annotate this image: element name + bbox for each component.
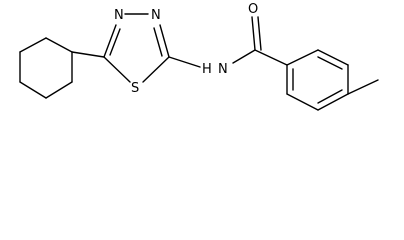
atom-label-amide-h: H	[202, 62, 212, 77]
bond	[286, 93, 319, 111]
bond-cyclohexyl-thiadiazole	[71, 51, 105, 58]
bond-amide-carbonyl	[232, 49, 256, 64]
bond	[159, 24, 170, 58]
atom-label-s1: S	[131, 81, 139, 96]
toluyl-ring	[286, 49, 349, 111]
bond	[103, 24, 117, 58]
bond	[19, 37, 47, 53]
thiadiazole-ring	[103, 13, 170, 83]
atom-label-n3: N	[151, 8, 161, 23]
atom-label-n4: N	[114, 8, 124, 23]
bond	[109, 28, 121, 56]
bond	[317, 49, 349, 66]
bond-methyl	[347, 79, 379, 95]
bond	[19, 81, 47, 99]
bond	[142, 56, 170, 83]
bond	[153, 27, 163, 57]
atom-label-carbonyl-o: O	[248, 2, 258, 17]
bond-thiadiazole-amide	[168, 56, 201, 68]
cyclohexyl-ring	[19, 37, 73, 99]
structure-canvas: N N S H N O	[19, 2, 379, 111]
molecule-drawing: N N S H N O	[19, 2, 379, 111]
bond-carbonyl-phenyl	[254, 49, 288, 66]
bond	[286, 49, 319, 66]
bond	[251, 16, 256, 51]
bond	[317, 93, 349, 111]
bond	[317, 89, 343, 104]
bond	[45, 81, 73, 99]
bond	[317, 56, 343, 70]
atom-label-amide-n: N	[218, 62, 228, 77]
bond	[103, 56, 131, 83]
bond	[45, 37, 73, 53]
bond	[257, 16, 262, 51]
carbonyl-group	[251, 16, 262, 51]
